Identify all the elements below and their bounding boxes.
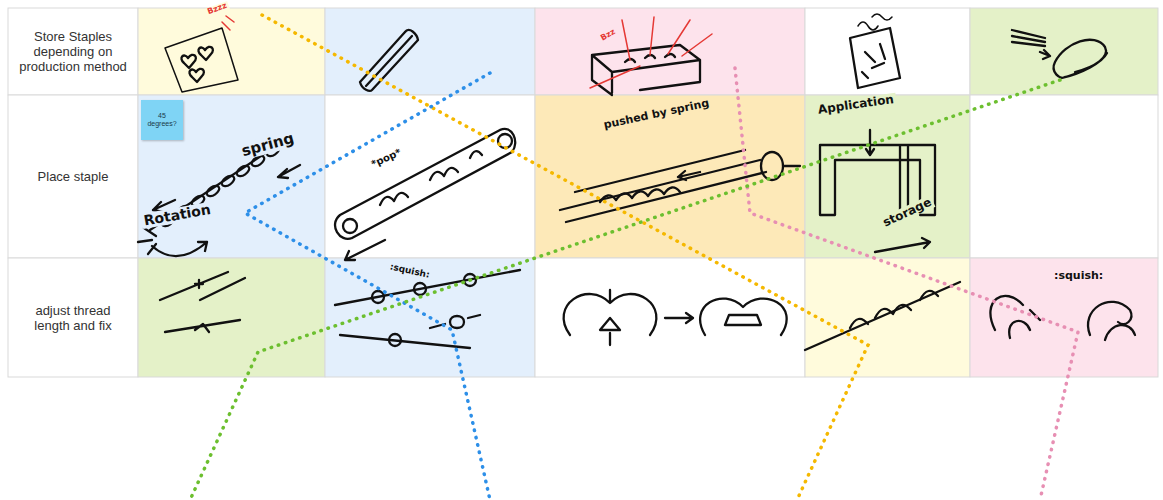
row-header-cell: Place staple [8,95,138,258]
sketch-stroke [360,30,418,91]
sketch-stroke [153,165,300,212]
table-cell [970,258,1158,377]
sketch-stroke [389,334,401,346]
sketch-stroke [1054,40,1107,78]
sketch-stroke [138,228,156,254]
row-header: Store Staples depending on production me… [16,29,130,74]
sketch-stroke [564,290,657,345]
sketch-stroke [850,291,938,328]
sketch-stroke [190,15,1078,500]
sketch-stroke [345,240,385,260]
note-text: 45 degrees? [141,110,183,130]
row-header-cell: Store Staples depending on production me… [8,8,138,95]
sketch-stroke [262,15,868,500]
staple-sketch [205,184,221,198]
row-header-cell: adjust thread length and fix [8,258,138,377]
sketch-stroke [181,55,195,68]
sketch-stroke [222,16,234,30]
sketch-stroke [990,296,1040,338]
table-cell [8,95,138,258]
staple-sketch [220,174,236,188]
sketch-stroke [858,14,892,30]
sketch-stroke [1012,30,1050,59]
sketch-stroke [700,299,787,335]
table-cell [8,258,138,377]
sketch-stroke [152,242,207,256]
table-cell [8,8,138,95]
table-cell [138,258,325,377]
table-cell [805,8,970,95]
sketch-stroke [335,129,515,239]
table-cell [805,258,970,377]
sketch-stroke [600,187,680,202]
sketch-stroke [560,150,766,222]
sketch-stroke [592,45,700,95]
table-cell [138,95,325,258]
sketch-stroke [850,28,900,88]
staple-sketch [235,164,251,178]
sketch-stroke [343,219,357,233]
table-cell [535,8,805,95]
sketch-stroke [160,272,245,332]
sticky-note: 45 degrees? [141,100,183,140]
sketch-stroke [414,283,426,295]
table-cell [535,258,805,377]
sketch-stroke [665,313,693,323]
sketch-stroke [735,68,1078,500]
sketch-stroke [590,17,712,88]
sketch-stroke [1088,302,1135,340]
sketch-stroke [761,152,783,180]
table-cell [325,95,535,258]
table-cell [535,95,805,258]
table-cell [970,8,1158,95]
row-header: Place staple [38,169,109,184]
sketch-note: :squish: [1052,270,1105,282]
sketch-stroke [198,47,212,60]
table-cell [325,8,535,95]
sketch-stroke [372,291,384,303]
sketch-stroke [190,80,1060,500]
sketch-stroke [805,282,960,350]
row-header: adjust thread length and fix [16,303,130,333]
table-cell [138,8,325,95]
sketch-stroke [875,238,930,252]
sketch-stroke [165,28,238,92]
sketch-stroke [189,69,203,82]
sketch-stroke [866,130,874,155]
sketch-stroke [335,270,520,348]
table-cell [970,95,1158,258]
